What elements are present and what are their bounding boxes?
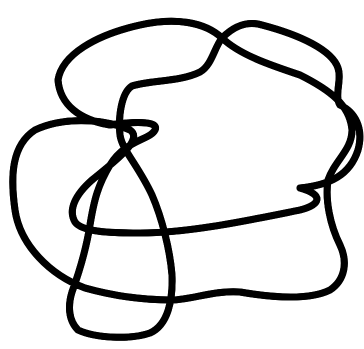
knot-diagram [0,0,364,349]
